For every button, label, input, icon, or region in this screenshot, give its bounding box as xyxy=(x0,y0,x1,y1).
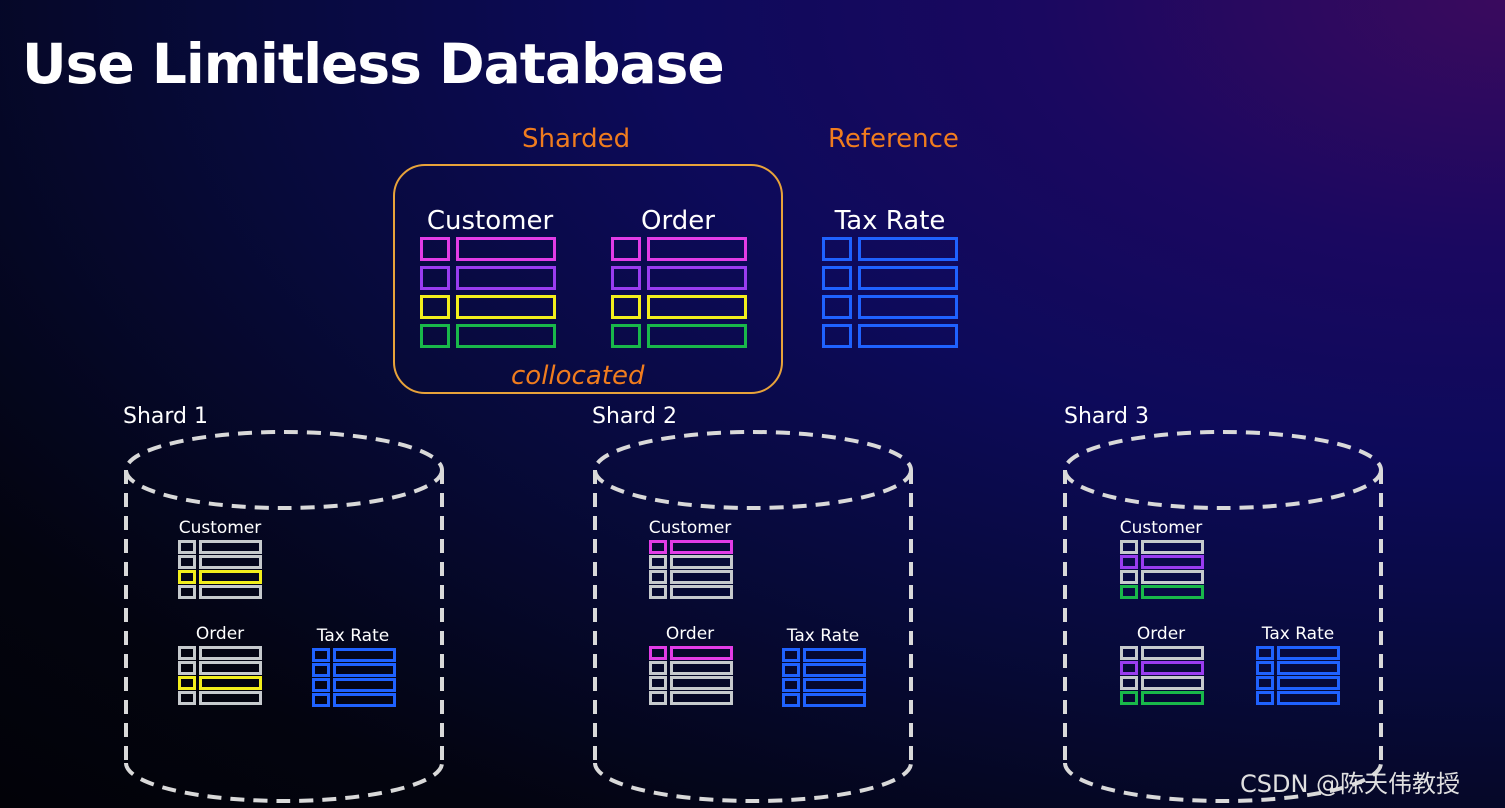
table-row xyxy=(782,648,866,663)
table-row xyxy=(312,648,396,663)
table-row xyxy=(649,555,733,570)
watermark: CSDN @陈天伟教授 xyxy=(1240,770,1461,798)
table-row xyxy=(1120,585,1204,600)
table-row xyxy=(178,555,262,570)
shard-3-order-title: Order xyxy=(1136,624,1186,644)
shard-2-cylinder xyxy=(593,430,913,803)
table-row xyxy=(782,678,866,693)
table-row xyxy=(649,646,733,661)
shard-2-order-table xyxy=(649,646,733,706)
shard-1-order-table xyxy=(178,646,262,706)
shard-3-label: Shard 3 xyxy=(1064,404,1150,429)
table-row xyxy=(178,570,262,585)
table-row xyxy=(1120,691,1204,706)
shard-1-customer-table xyxy=(178,540,262,600)
shard-3-tax-rate-table xyxy=(1256,646,1340,706)
table-row xyxy=(1256,646,1340,661)
table-row xyxy=(178,646,262,661)
table-row xyxy=(178,676,262,691)
shard-3-order-table xyxy=(1120,646,1204,706)
table-row xyxy=(1256,661,1340,676)
shard-2-order-title: Order xyxy=(665,624,715,644)
table-row xyxy=(649,570,733,585)
shard-2-label: Shard 2 xyxy=(592,404,678,429)
shard-1-tax-rate-table xyxy=(312,648,396,708)
customer-table-title: Customer xyxy=(426,206,554,236)
table-row xyxy=(649,676,733,691)
table-row xyxy=(1120,676,1204,691)
table-row xyxy=(782,693,866,708)
shard-3-tax-rate-title: Tax Rate xyxy=(1261,624,1335,644)
table-row xyxy=(649,691,733,706)
shard-1-customer-title: Customer xyxy=(178,518,262,538)
table-row xyxy=(1256,676,1340,691)
table-row xyxy=(649,661,733,676)
shard-3-customer-title: Customer xyxy=(1119,518,1203,538)
shard-1-label: Shard 1 xyxy=(123,404,209,429)
table-row xyxy=(1256,691,1340,706)
shard-2-tax-rate-title: Tax Rate xyxy=(786,626,860,646)
slide-title: Use Limitless Database xyxy=(22,32,725,96)
table-row xyxy=(178,691,262,706)
table-row xyxy=(178,585,262,600)
table-row xyxy=(178,661,262,676)
table-row xyxy=(1120,540,1204,555)
table-row xyxy=(649,540,733,555)
sharded-group-box xyxy=(393,164,783,394)
table-row xyxy=(312,663,396,678)
table-row xyxy=(649,585,733,600)
order-table-title: Order xyxy=(641,206,715,236)
table-row xyxy=(312,678,396,693)
shard-2-customer-title: Customer xyxy=(648,518,732,538)
reference-label: Reference xyxy=(828,124,959,154)
table-row xyxy=(1120,570,1204,585)
collocated-label: collocated xyxy=(511,361,645,391)
shard-1-cylinder xyxy=(124,430,444,803)
table-row xyxy=(1120,661,1204,676)
shard-3-cylinder xyxy=(1063,430,1383,803)
sharded-label: Sharded xyxy=(522,124,631,154)
table-row xyxy=(782,663,866,678)
shard-2-customer-table xyxy=(649,540,733,600)
shard-1-tax-rate-title: Tax Rate xyxy=(316,626,390,646)
table-row xyxy=(1120,646,1204,661)
shard-1-order-title: Order xyxy=(195,624,245,644)
table-row xyxy=(312,693,396,708)
shard-2-tax-rate-table xyxy=(782,648,866,708)
table-row xyxy=(178,540,262,555)
shard-3-customer-table xyxy=(1120,540,1204,600)
table-row xyxy=(1120,555,1204,570)
tax-rate-table-title: Tax Rate xyxy=(834,206,946,236)
